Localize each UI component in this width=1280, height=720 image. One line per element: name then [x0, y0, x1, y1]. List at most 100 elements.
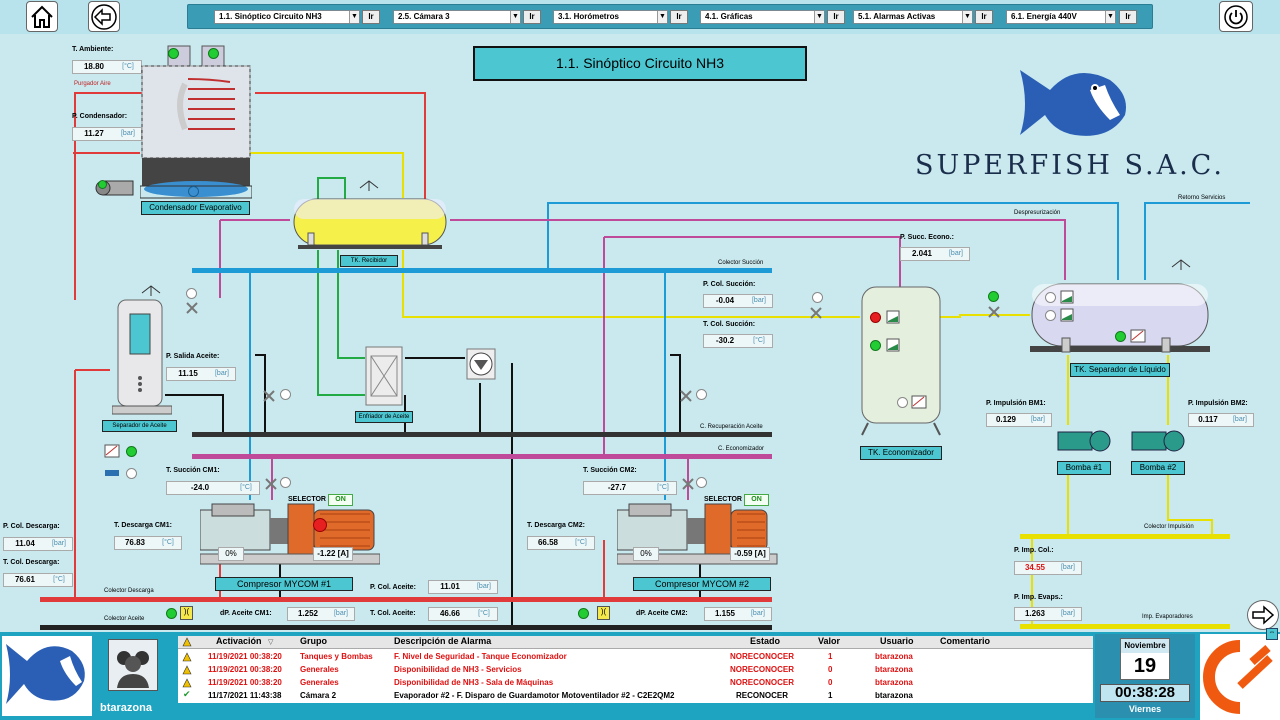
unit: [bar]	[51, 540, 66, 547]
economizer-alarm-indicator	[897, 397, 908, 408]
col-comentario[interactable]: Comentario	[940, 636, 991, 646]
next-page-button[interactable]	[1247, 600, 1279, 630]
colector-aceite-label: Colector Aceite	[104, 616, 145, 622]
day-label: 19	[1133, 655, 1157, 677]
separador-aceite-caption: Separador de Aceite	[102, 420, 177, 432]
p-col-aceite-label: P. Col. Aceite:	[370, 584, 416, 591]
tk-economizador-caption: TK. Economizador	[860, 446, 942, 460]
level-gauge-icon	[1060, 290, 1074, 304]
go-button-3[interactable]: Ir	[670, 10, 688, 24]
valve-icon[interactable]	[682, 478, 694, 490]
p-impulsion-bm2-label: P. Impulsión BM2:	[1188, 400, 1248, 407]
compresor-1-caption[interactable]: Compresor MYCOM #1	[215, 577, 353, 591]
col-activacion[interactable]: Activación	[216, 636, 262, 646]
despresurizacion-label: Despresurización	[1014, 210, 1061, 216]
alarm-description: F. Nivel de Seguridad - Tanque Economiza…	[394, 652, 567, 661]
bomba-1-icon	[1057, 430, 1111, 452]
trend-chart-icon[interactable]	[104, 444, 120, 458]
value: -0.59 [A]	[734, 549, 766, 558]
alarm-table[interactable]: Activación ▽ Grupo Descripción de Alarma…	[178, 636, 1093, 703]
valve-icon[interactable]	[265, 478, 277, 490]
valve-icon[interactable]	[186, 302, 198, 314]
separator-status-indicator	[1115, 331, 1126, 342]
power-button[interactable]	[1219, 1, 1253, 32]
unit: [bar]	[476, 583, 491, 590]
dp-aceite-cm1-label: dP. Aceite CM1:	[220, 610, 272, 617]
alarm-user: btarazona	[875, 691, 913, 700]
safety-valve-icon	[1171, 259, 1191, 270]
alarm-value: 1	[828, 691, 833, 700]
current-user-label: btarazona	[100, 702, 152, 714]
clock-display: 00:38:28	[1100, 684, 1190, 702]
t-descarga-cm2-label: T. Descarga CM2:	[527, 522, 585, 529]
compressor-mycom-2-icon	[617, 503, 778, 565]
t-succion-cm2-display: -27.7[°C]	[583, 481, 677, 495]
p-col-descarga-display: 11.04[bar]	[3, 537, 73, 551]
tk-recibidor-icon	[293, 198, 447, 249]
alarm-description: Disponibilidad de NH3 - Servicios	[394, 665, 522, 674]
valve-icon[interactable]	[263, 390, 275, 402]
go-button-2[interactable]: Ir	[523, 10, 541, 24]
value: 1.155	[714, 609, 736, 618]
valve-icon[interactable]	[988, 306, 1000, 318]
compressor-mycom-1-icon	[200, 503, 380, 565]
p-col-descarga-label: P. Col. Descarga:	[3, 523, 60, 530]
go-button-6[interactable]: Ir	[1119, 10, 1137, 24]
screen-selector-2[interactable]: 2.5. Cámara 3▼	[393, 10, 521, 24]
back-button[interactable]	[88, 1, 120, 32]
trend-chart-icon[interactable]	[1130, 329, 1146, 343]
go-button-4[interactable]: Ir	[827, 10, 845, 24]
alarm-time: 11/17/2021 11:43:38	[208, 691, 282, 700]
value: 11.15	[178, 369, 198, 378]
screen-selector-5[interactable]: 5.1. Alarmas Activas▼	[853, 10, 973, 24]
alarm-user: btarazona	[875, 665, 913, 674]
bomba-2-caption[interactable]: Bomba #2	[1131, 461, 1185, 475]
user-avatar[interactable]	[108, 639, 158, 691]
cm2-oil-valve-icon[interactable]: )(	[597, 606, 610, 620]
month-label: Noviembre	[1121, 639, 1169, 653]
valve-status-indicator	[696, 389, 707, 400]
screen-selector-3[interactable]: 3.1. Horómetros▼	[553, 10, 668, 24]
trend-chart-icon[interactable]	[911, 395, 927, 409]
t-descarga-cm1-display: 76.83[°C]	[114, 536, 182, 550]
cm2-capacity-display: 0%	[633, 547, 659, 561]
selector-cm1-toggle[interactable]: ON	[328, 494, 353, 506]
go-button-1[interactable]: Ir	[362, 10, 380, 24]
unit: [°C]	[240, 484, 252, 491]
value: 2.041	[911, 249, 933, 258]
valve-icon[interactable]	[810, 307, 822, 319]
p-impulsion-bm1-label: P. Impulsión BM1:	[986, 400, 1046, 407]
superfish-fish-logo	[1020, 70, 1126, 136]
cm1-oil-valve-icon[interactable]: )(	[180, 606, 193, 620]
col-grupo[interactable]: Grupo	[300, 636, 327, 646]
dp-aceite-cm2-label: dP. Aceite CM2:	[636, 610, 688, 617]
compresor-2-caption[interactable]: Compresor MYCOM #2	[633, 577, 771, 591]
warning-icon	[182, 652, 192, 662]
selector-cm2-toggle[interactable]: ON	[744, 494, 769, 506]
imp-evaporadores-label: Imp. Evaporadores	[1142, 614, 1193, 620]
p-condensador-label: P. Condensador:	[72, 113, 128, 120]
screen-selector-6[interactable]: 6.1. Energía 440V▼	[1006, 10, 1116, 24]
value: 1.263	[1024, 609, 1046, 618]
p-imp-col-label: P. Imp. Col.:	[1014, 547, 1054, 554]
col-usuario[interactable]: Usuario	[880, 636, 914, 646]
expand-icon[interactable]: ⇔	[1266, 628, 1278, 640]
value: -24.0	[190, 483, 210, 492]
bomba-1-caption[interactable]: Bomba #1	[1057, 461, 1111, 475]
oil-pump-status-indicator	[126, 468, 137, 479]
screen-selector-4[interactable]: 4.1. Gráficas▼	[700, 10, 825, 24]
home-button[interactable]	[26, 1, 58, 32]
dp-aceite-cm1-display: 1.252[bar]	[287, 607, 355, 621]
col-estado[interactable]: Estado	[750, 636, 781, 646]
alarm-value: 0	[828, 678, 833, 687]
screen-selector-1[interactable]: 1.1. Sinóptico Circuito NH3▼	[214, 10, 360, 24]
pump-status-indicator	[188, 186, 199, 197]
valve-icon[interactable]	[680, 390, 692, 402]
value: 46.66	[439, 609, 461, 618]
col-descripcion[interactable]: Descripción de Alarma	[394, 636, 492, 646]
value: 11.01	[440, 582, 460, 591]
t-col-succion-label: T. Col. Succión:	[703, 321, 756, 328]
value: -30.2	[715, 336, 735, 345]
go-button-5[interactable]: Ir	[975, 10, 993, 24]
col-valor[interactable]: Valor	[818, 636, 841, 646]
